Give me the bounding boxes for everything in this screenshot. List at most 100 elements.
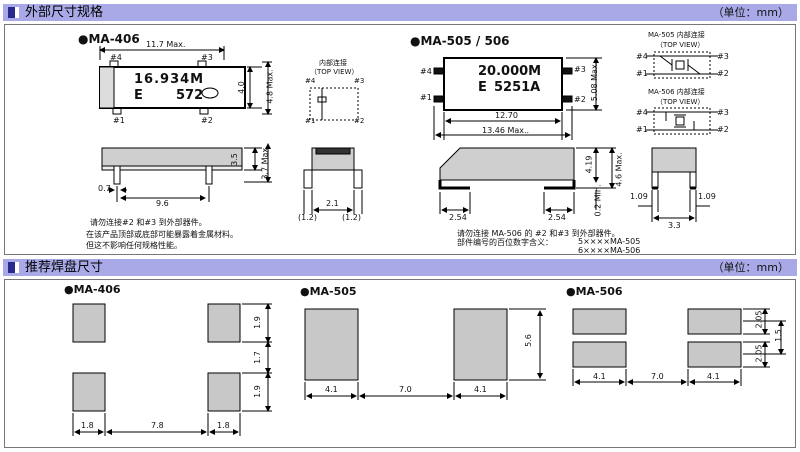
pin-label: #3 bbox=[574, 65, 586, 74]
ma505-note: 请勿连接 MA-506 的 #2 和#3 到外部器件。 bbox=[457, 229, 620, 238]
dim-label: 2.05 bbox=[754, 344, 764, 363]
ma406-marking-e: E bbox=[134, 88, 143, 103]
inner505-sub: （TOP VIEW） bbox=[656, 41, 705, 49]
section-marker-icon bbox=[8, 7, 19, 18]
section-marker-icon bbox=[8, 262, 19, 273]
pin-label: #1 bbox=[636, 69, 648, 78]
pin-label: #2 bbox=[354, 117, 365, 125]
pin-label: #1 bbox=[305, 117, 316, 125]
ma406-note: 但这不影响任何规格性能。 bbox=[86, 241, 182, 250]
pin-label: #3 bbox=[201, 53, 213, 62]
dim-label: 3.5 bbox=[229, 153, 239, 166]
dim-label: 4.1 bbox=[593, 372, 606, 381]
inner506-sub: （TOP VIEW） bbox=[656, 98, 705, 106]
dim-label: 2.54 bbox=[449, 213, 467, 222]
ma406-end-view bbox=[303, 147, 363, 214]
dim-label: 7.0 bbox=[399, 385, 412, 394]
ma406-side-view bbox=[101, 143, 272, 202]
inner406-diagram bbox=[309, 87, 359, 121]
dim-label: 4.6 Max. bbox=[614, 152, 624, 187]
dim-label: 1.5 bbox=[773, 329, 783, 342]
dim-label: 9.6 bbox=[156, 199, 169, 208]
ma406-marking-code: 572 bbox=[176, 88, 204, 103]
pin-label: #1 bbox=[113, 116, 125, 125]
pad406-layout bbox=[72, 303, 272, 436]
dim-label: 4.0 bbox=[236, 81, 246, 94]
dim-label: 7.0 bbox=[651, 372, 664, 381]
pin-label: #4 bbox=[420, 67, 432, 76]
pin-label: #2 bbox=[717, 125, 729, 134]
inner406-sub: （TOP VIEW） bbox=[310, 68, 359, 76]
dim-label: 12.70 bbox=[495, 111, 518, 120]
dim-label: 5.08 Max. bbox=[590, 61, 600, 102]
dim-label: 13.46 Max.. bbox=[482, 126, 530, 135]
dim-label: (1.2) bbox=[342, 213, 361, 222]
dim-label: 3.7 Max. bbox=[260, 145, 270, 180]
pin-label: #4 bbox=[305, 77, 316, 85]
ma505-side-view bbox=[438, 147, 616, 214]
dim-label: 1.09 bbox=[698, 192, 716, 201]
pin-label: #2 bbox=[717, 69, 729, 78]
ma505-marking-code: 5251A bbox=[494, 80, 541, 95]
ma406-top-view bbox=[99, 46, 272, 115]
dim-label: 7.8 bbox=[151, 421, 164, 430]
inner505-title: MA-505 内部连接 bbox=[648, 31, 705, 39]
pin-label: #2 bbox=[574, 95, 586, 104]
dim-label: 4.1 bbox=[325, 385, 338, 394]
ma505-title: ●MA-505 / 506 bbox=[410, 34, 510, 48]
dim-label: 4.19 bbox=[584, 155, 594, 174]
unit-label: （单位：mm） bbox=[712, 261, 789, 274]
ma406-marking-freq: 16.934M bbox=[134, 72, 205, 87]
pin-label: #3 bbox=[354, 77, 365, 85]
pin-label: #3 bbox=[717, 52, 729, 61]
pad506-title: ●MA-506 bbox=[566, 285, 623, 298]
dim-label: 1.09 bbox=[630, 192, 648, 201]
dim-label: 5.6 bbox=[523, 334, 533, 347]
ma505-marking-freq: 20.000M bbox=[478, 64, 542, 79]
unit-label: （单位：mm） bbox=[712, 6, 789, 19]
ma406-title: ●MA-406 bbox=[78, 32, 140, 46]
inner506-diagram bbox=[646, 107, 718, 135]
section-title: 外部尺寸规格 bbox=[25, 5, 104, 20]
pin-label: #4 bbox=[110, 53, 122, 62]
inner506-title: MA-506 内部连接 bbox=[648, 88, 705, 96]
inner505-diagram bbox=[646, 51, 718, 79]
dim-label: 1.8 bbox=[81, 421, 94, 430]
dim-label: 1.9 bbox=[252, 316, 262, 329]
pad505-layout bbox=[304, 308, 546, 400]
dim-label: (1.2) bbox=[298, 213, 317, 222]
dim-label: 2.05 bbox=[754, 310, 764, 329]
dim-label: 1.8 bbox=[217, 421, 230, 430]
pin-label: #2 bbox=[201, 116, 213, 125]
pin-label: #4 bbox=[636, 52, 648, 61]
dim-label: 0.7 bbox=[98, 184, 111, 193]
dim-label: 0.2 Min. bbox=[593, 184, 603, 217]
part-code: 5×××× bbox=[578, 237, 610, 246]
pin-label: #1 bbox=[636, 125, 648, 134]
part-model: MA-505 bbox=[610, 237, 641, 246]
dim-label: 1.9 bbox=[252, 385, 262, 398]
ma505-top-view bbox=[433, 57, 602, 140]
ma406-width-dim: 11.7 Max. bbox=[146, 40, 186, 49]
part-code: 6×××× bbox=[578, 246, 610, 255]
dim-label: 4.1 bbox=[474, 385, 487, 394]
dim-label: 4.8 Max. bbox=[265, 69, 275, 104]
ma406-note: 在该产品顶部或底部可能暴露着金属材料。 bbox=[86, 230, 238, 239]
inner406-title: 内部连接 bbox=[319, 59, 347, 67]
pad506-layout bbox=[572, 308, 786, 386]
ma505-note: 部件编号的百位数字含义： bbox=[457, 238, 553, 247]
part-model: MA-506 bbox=[610, 246, 641, 255]
section-title: 推荐焊盘尺寸 bbox=[25, 260, 104, 275]
ma505-end-view bbox=[638, 147, 710, 222]
pin-label: #1 bbox=[420, 93, 432, 102]
section-header-outline: 外部尺寸规格 （单位：mm） bbox=[3, 4, 797, 21]
pad406-title: ●MA-406 bbox=[64, 283, 121, 296]
pad-panel bbox=[4, 279, 796, 448]
pin-label: #4 bbox=[636, 108, 648, 117]
section-header-pads: 推荐焊盘尺寸 （单位：mm） bbox=[3, 259, 797, 276]
dim-label: 3.3 bbox=[668, 221, 681, 230]
pin-label: #3 bbox=[717, 108, 729, 117]
dim-label: 4.1 bbox=[707, 372, 720, 381]
pad505-title: ●MA-505 bbox=[300, 285, 357, 298]
